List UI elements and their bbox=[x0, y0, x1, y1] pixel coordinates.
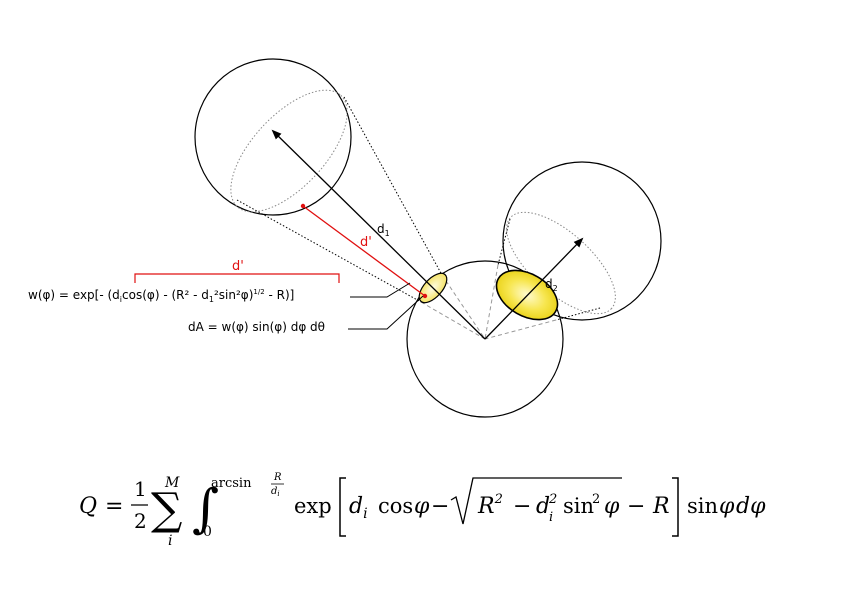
svg-text:φ: φ bbox=[414, 494, 430, 519]
svg-text:0: 0 bbox=[203, 524, 212, 540]
svg-text:φ: φ bbox=[604, 494, 620, 519]
svg-text:Q: Q bbox=[79, 494, 97, 519]
svg-text:1: 1 bbox=[134, 477, 147, 501]
dprime-bracket bbox=[134, 273, 340, 283]
svg-text:∑: ∑ bbox=[151, 484, 182, 535]
svg-text:R2: R2 bbox=[477, 492, 503, 519]
svg-text:sin: sin bbox=[563, 494, 594, 518]
d1-arrow bbox=[271, 129, 486, 340]
svg-text:2: 2 bbox=[548, 492, 557, 507]
area-leader-line bbox=[348, 295, 424, 330]
dashed-ray bbox=[420, 301, 486, 340]
svg-text:φ: φ bbox=[719, 494, 735, 519]
sphere-top-left-equator bbox=[230, 89, 348, 213]
dashed-ray bbox=[484, 319, 557, 340]
svg-text:∫: ∫ bbox=[192, 479, 219, 539]
svg-text:dφ: dφ bbox=[736, 494, 766, 519]
svg-text:−: − bbox=[513, 494, 531, 519]
cone-line bbox=[343, 96, 443, 276]
sphere-right bbox=[502, 161, 662, 321]
svg-text:exp: exp bbox=[294, 494, 332, 518]
cone-line bbox=[555, 307, 601, 321]
d2-arrow bbox=[484, 237, 584, 340]
svg-text:i: i bbox=[549, 510, 553, 525]
svg-text:M: M bbox=[164, 475, 180, 491]
dashed-ray bbox=[441, 274, 486, 340]
weight-leader-line bbox=[350, 282, 411, 298]
dashed-ray bbox=[484, 264, 499, 340]
cone-line bbox=[236, 199, 422, 303]
svg-text:i: i bbox=[168, 533, 172, 549]
label-dprime-bracket: d' bbox=[232, 259, 244, 274]
dprime-endpoint bbox=[422, 293, 428, 299]
dprime-segment bbox=[302, 205, 426, 297]
svg-text:=: = bbox=[105, 494, 123, 519]
label-dprime-ray: d' bbox=[360, 235, 372, 250]
weight-formula: w(φ) = exp[- (dicos(φ) - (R² - d1²sin²φ)… bbox=[28, 288, 294, 304]
dprime-endpoint bbox=[300, 203, 306, 209]
svg-text:R: R bbox=[273, 472, 282, 483]
svg-text:di: di bbox=[349, 494, 368, 522]
svg-text:cos: cos bbox=[378, 494, 413, 518]
main-equation: Q = 1 2 M ∑ i ∫ 0 arcsin R di exp di cos… bbox=[79, 472, 766, 549]
label-d2: d2 bbox=[545, 277, 558, 293]
svg-text:arcsin: arcsin bbox=[211, 476, 252, 491]
area-formula: dA = w(φ) sin(φ) dφ dθ bbox=[188, 320, 325, 334]
svg-text:−: − bbox=[431, 494, 449, 519]
cone-line bbox=[497, 218, 511, 266]
sphere-center bbox=[406, 260, 564, 418]
svg-text:R: R bbox=[652, 494, 670, 519]
svg-text:d: d bbox=[536, 494, 550, 519]
svg-text:sin: sin bbox=[687, 494, 718, 518]
sphere-top-left bbox=[194, 58, 352, 216]
svg-text:−: − bbox=[627, 494, 645, 519]
svg-text:di: di bbox=[271, 486, 280, 498]
svg-text:2: 2 bbox=[134, 509, 147, 533]
label-d1: d1 bbox=[377, 222, 390, 238]
svg-text:2: 2 bbox=[592, 492, 600, 507]
